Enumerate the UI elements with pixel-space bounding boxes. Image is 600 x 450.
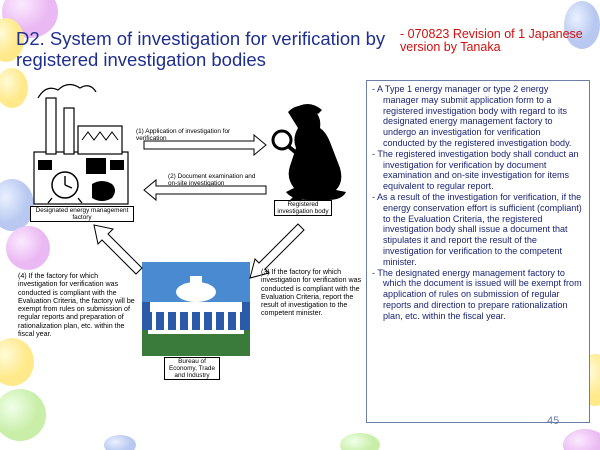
arrow-examination — [143, 178, 267, 202]
balloon-shape — [0, 338, 34, 386]
factory-label: Designated energy management factory — [30, 206, 134, 222]
step4-note: (4) If the factory for which investigati… — [18, 272, 135, 339]
balloon-shape — [564, 1, 600, 49]
bullet-item: - The registered investigation body shal… — [372, 148, 579, 192]
factory-illustration — [33, 83, 129, 205]
balloon-shape — [0, 389, 46, 441]
bullet-item: - A Type 1 energy manager or type 2 ener… — [372, 84, 572, 148]
investigation-body-label: Registered investigation body — [274, 200, 332, 216]
bullet-item: - As a result of the investigation for v… — [372, 191, 582, 267]
balloon-shape — [340, 433, 380, 450]
arrow1-label: (1) Application of investigation for ver… — [136, 128, 231, 142]
title-text: System of investigation for verification… — [16, 28, 386, 70]
balloon-shape — [104, 435, 136, 450]
arrow2-label: (2) Document examination and on-site inv… — [168, 173, 256, 187]
page-title: D2. System of investigation for verifica… — [16, 28, 396, 70]
bullet-item: - The designated energy management facto… — [372, 267, 582, 321]
explanation-box: - A Type 1 energy manager or type 2 ener… — [366, 80, 590, 423]
bureau-label: Bureau of Economy, Trade and Industry — [164, 357, 220, 380]
revision-note: - 070823 Revision of 1 Japanese version … — [400, 27, 583, 54]
arrow-report — [249, 223, 305, 279]
arrow-application — [143, 133, 267, 157]
balloon-shape — [0, 18, 24, 62]
balloon-shape — [563, 429, 600, 450]
bureau-building-icon — [142, 262, 250, 356]
balloon-shape — [0, 68, 28, 108]
balloon-shape — [0, 179, 34, 231]
investigator-icon — [271, 104, 346, 200]
page-number: 45 — [547, 415, 560, 427]
balloon-shape — [6, 226, 50, 270]
title-code: D2. — [16, 28, 45, 49]
arrow-exemption — [93, 224, 143, 275]
step3-note: (3) If the factory for which investigati… — [261, 268, 362, 318]
clock-icon — [47, 171, 83, 204]
